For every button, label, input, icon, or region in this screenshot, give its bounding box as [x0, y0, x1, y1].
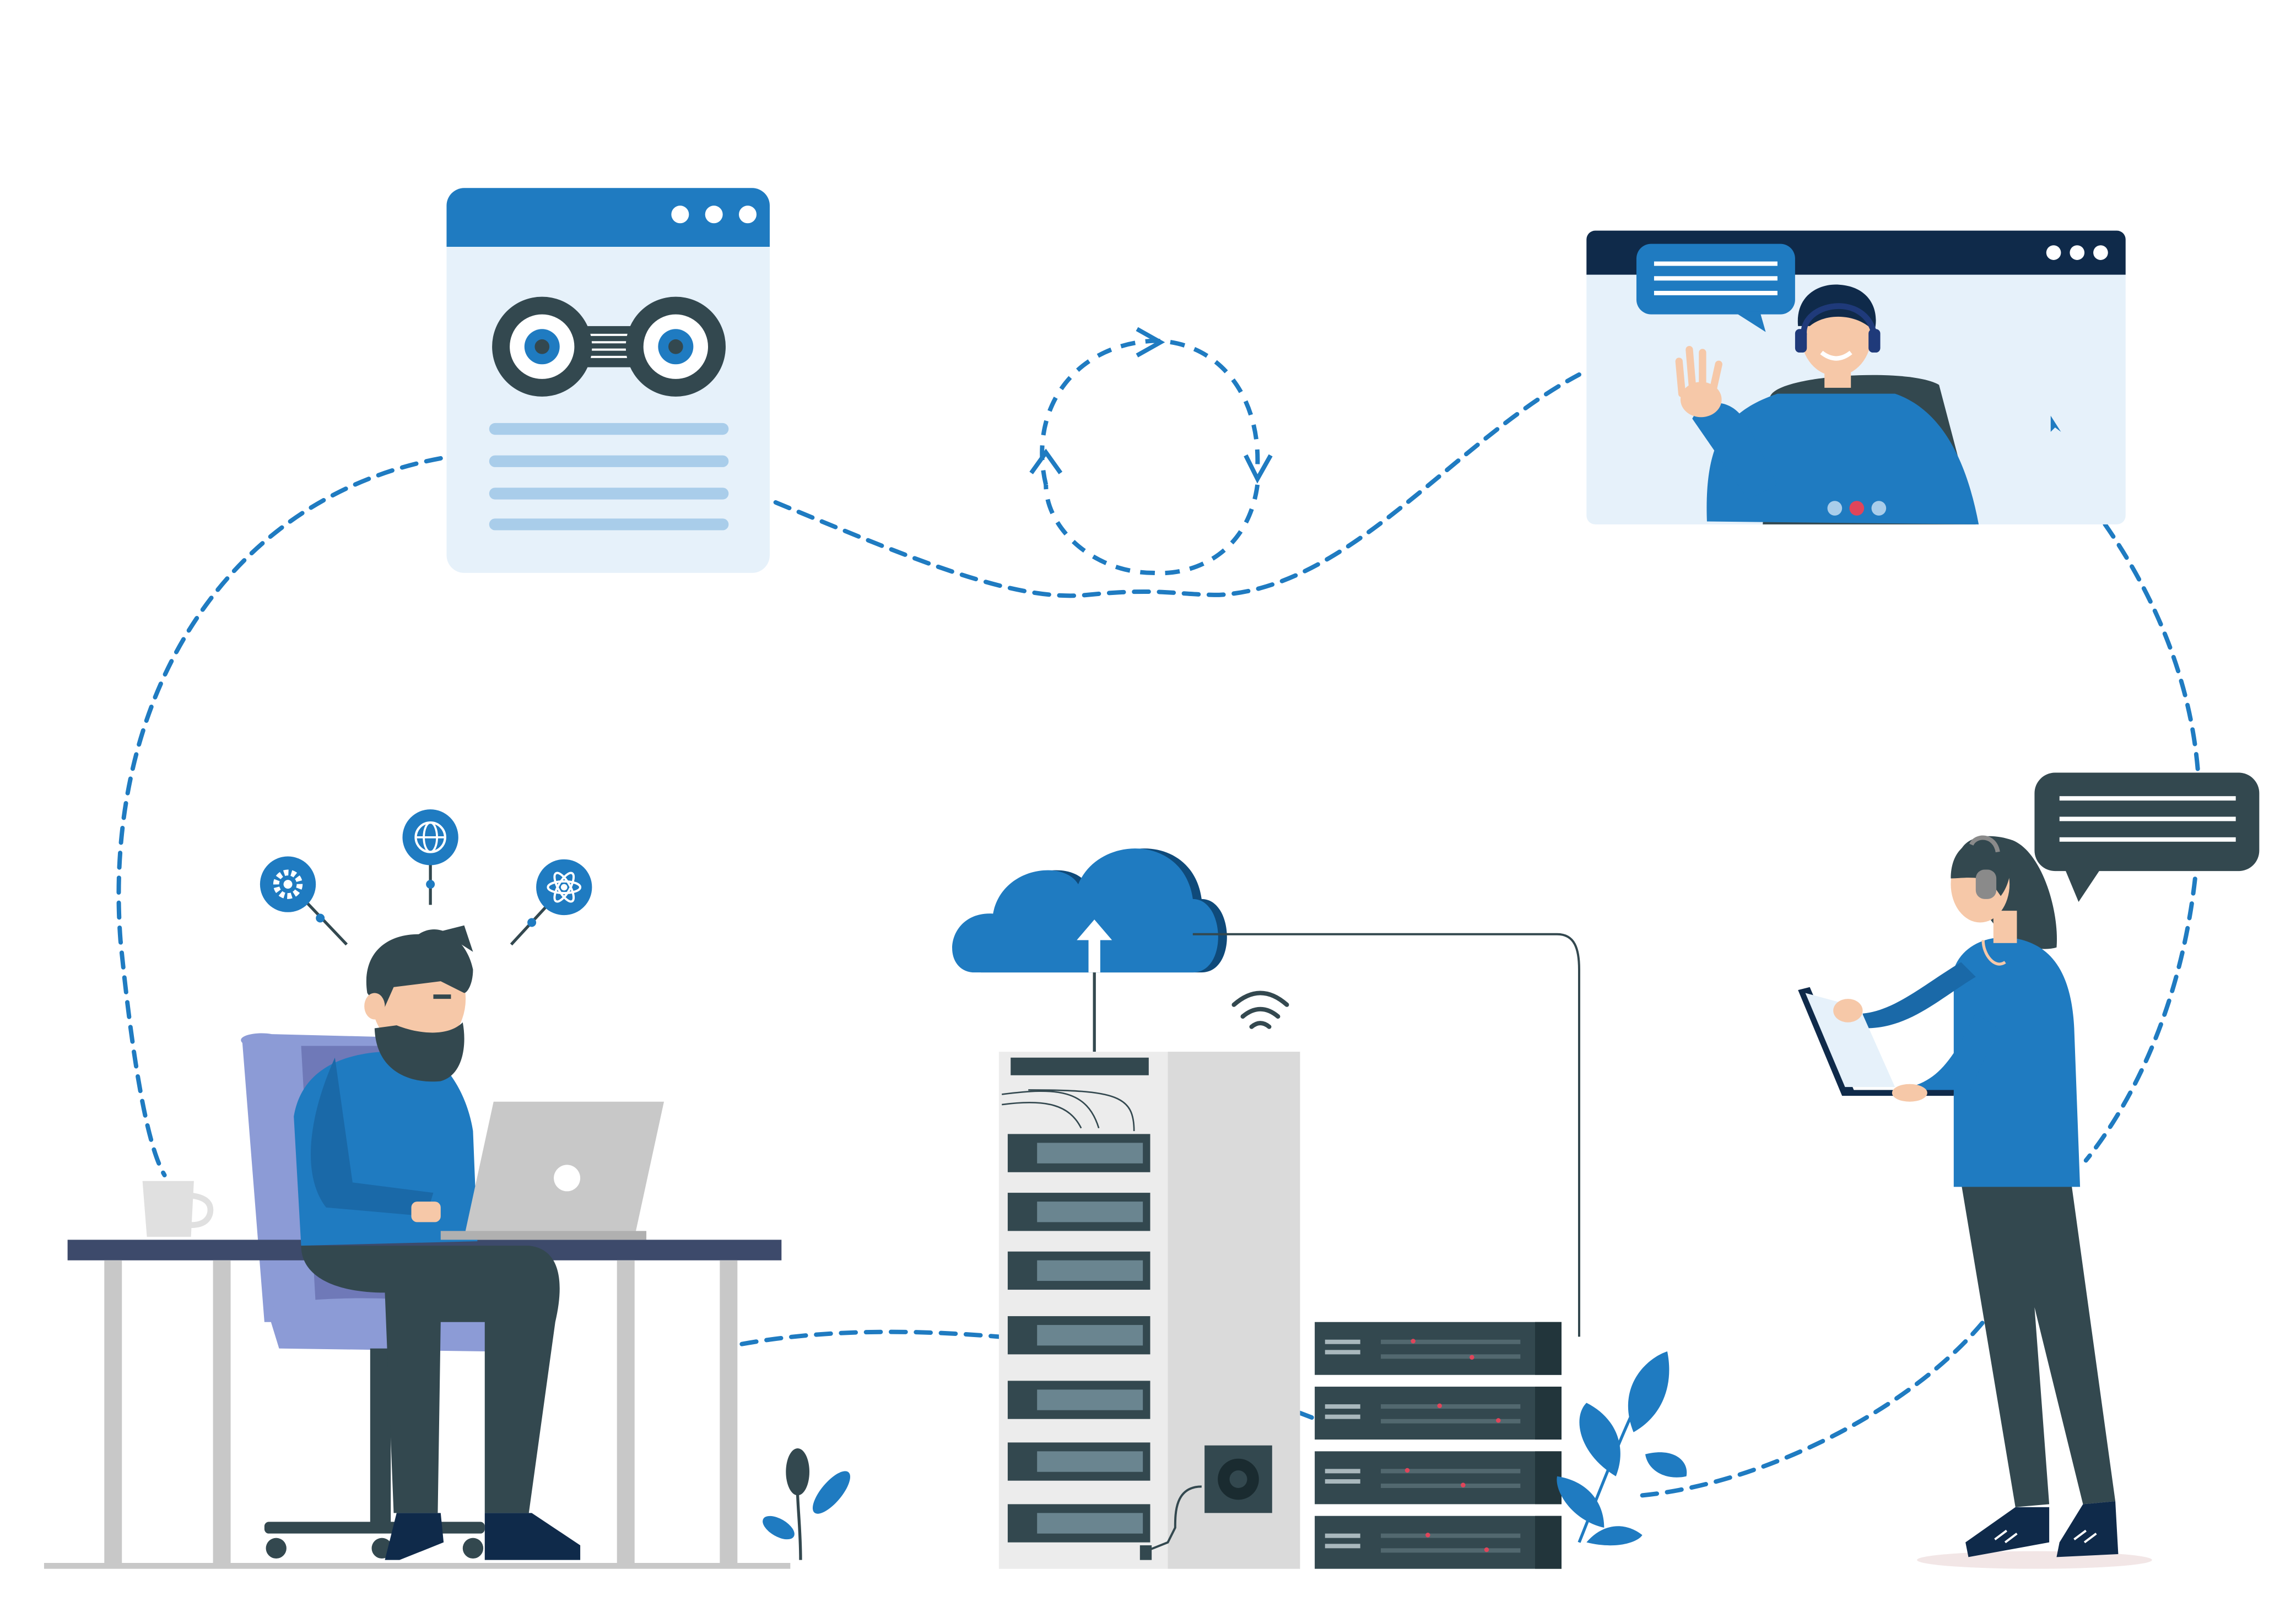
rack-unit [1315, 1387, 1562, 1440]
cloud-upload-icon [952, 848, 1580, 1337]
wifi-icon [1231, 991, 1289, 1029]
video-call-window [1586, 230, 2126, 524]
gear-icon [260, 856, 316, 912]
speech-bubble-icon [2034, 772, 2260, 902]
leafy-plant [1557, 1351, 1687, 1546]
sync-cycle-icon [1029, 327, 1273, 576]
rack-unit [1315, 1322, 1562, 1375]
rack-unit [1315, 1516, 1562, 1569]
call-control-dot [1871, 501, 1887, 516]
server-rack [1315, 1322, 1562, 1569]
path-browser-to-desk [116, 456, 443, 1178]
small-plant [763, 1448, 850, 1560]
coffee-mug [142, 1181, 214, 1237]
speaker [1204, 1445, 1272, 1513]
path-video-to-woman [2083, 522, 2202, 1163]
window-dot [2046, 245, 2061, 260]
rack-unit [1315, 1451, 1562, 1505]
window-dot [2093, 245, 2108, 260]
woman-with-tablet [1798, 772, 2260, 1569]
eyes-icon [492, 296, 726, 397]
call-control-dot [1827, 501, 1843, 516]
path-desk-to-server [739, 1329, 1001, 1346]
window-dot [705, 205, 723, 224]
support-agent-body [1706, 393, 1979, 524]
globe-icon [402, 809, 458, 865]
window-dot [671, 205, 689, 224]
window-dot [2070, 245, 2085, 260]
window-dot [739, 205, 757, 224]
server-tower [998, 1052, 1300, 1569]
browser-window [446, 188, 770, 573]
idea-icons [260, 809, 592, 946]
dashed-connection-paths [116, 372, 2202, 1498]
path-browser-to-video [773, 372, 1581, 598]
path-rack-to-woman [1640, 1319, 1986, 1498]
laptop [440, 1101, 665, 1240]
text-lines [489, 423, 729, 531]
path-rack-left [1290, 1408, 1314, 1420]
man-at-laptop [294, 925, 581, 1560]
atom-icon [536, 859, 592, 916]
call-control-dot [1849, 501, 1865, 516]
desk-workstation [44, 925, 791, 1569]
